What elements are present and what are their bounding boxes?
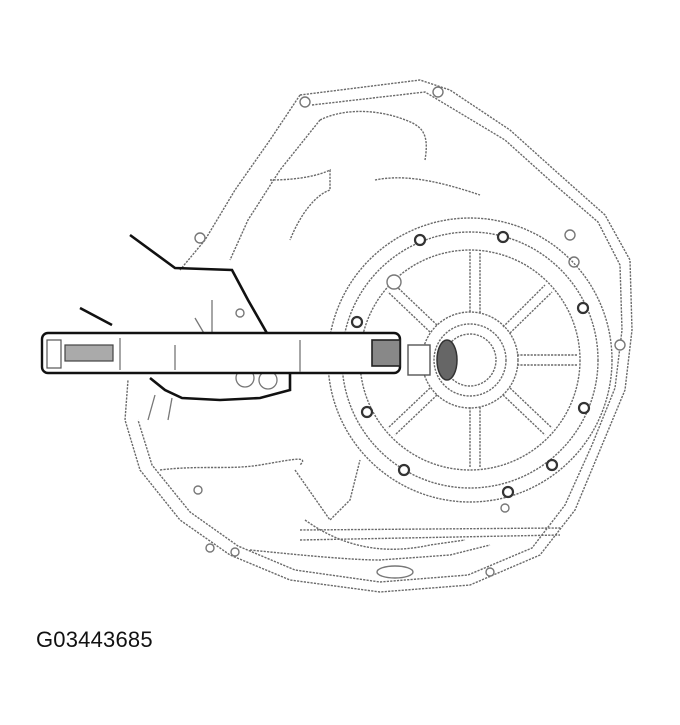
- bellhousing: [124, 79, 633, 593]
- hand: [79, 233, 292, 421]
- clutch-alignment-tool[interactable]: [40, 331, 402, 375]
- clutch-alignment-diagram: [40, 79, 633, 593]
- pressure-plate: [327, 217, 613, 503]
- diagram-drawing: [40, 79, 633, 593]
- figure-code: G03443685: [36, 627, 153, 652]
